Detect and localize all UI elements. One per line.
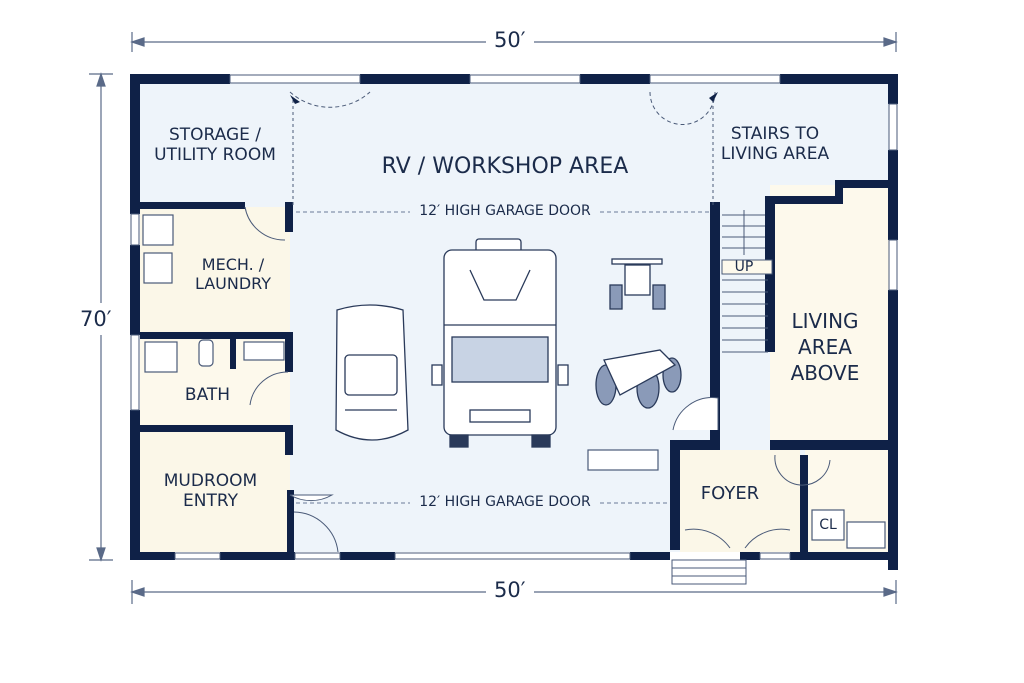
room-label-mudroom: MUDROOM ENTRY (163, 471, 258, 512)
atv-icon (595, 349, 682, 409)
windows (130, 74, 898, 560)
arrow-icon (290, 95, 300, 104)
rv-icon (431, 238, 569, 448)
room-label-storage: STORAGE / UTILITY ROOM (154, 125, 276, 166)
fixtures (142, 214, 886, 549)
utv-icon (609, 258, 666, 310)
room-label-closet: CL (819, 517, 837, 533)
top-width-dimension: 50′ (486, 28, 534, 52)
exterior-walls (130, 74, 898, 570)
garage-door-label-bottom: 12′ HIGH GARAGE DOOR (419, 494, 591, 510)
room-label-foyer: FOYER (700, 483, 760, 504)
garage-door-lines (296, 211, 710, 504)
left-depth-dimension: 70′ (80, 303, 112, 335)
interior-walls (140, 180, 895, 552)
staircase (721, 210, 773, 353)
arrow-icon (709, 92, 718, 102)
room-label-stairs: STAIRS TO LIVING AREA (720, 124, 830, 165)
room-label-bath: BATH (184, 385, 231, 405)
stairs-up-label: UP (734, 259, 754, 275)
car-icon (335, 304, 409, 441)
garage-door-label-top: 12′ HIGH GARAGE DOOR (419, 203, 591, 219)
room-label-mech-laundry: MECH. / LAUNDRY (194, 255, 272, 294)
room-label-living-above: LIVING AREA ABOVE (790, 309, 860, 385)
front-steps (671, 559, 747, 585)
door-swings (244, 91, 831, 553)
bottom-width-dimension: 50′ (486, 578, 534, 602)
room-label-rv-workshop: RV / WORKSHOP AREA (381, 154, 629, 179)
